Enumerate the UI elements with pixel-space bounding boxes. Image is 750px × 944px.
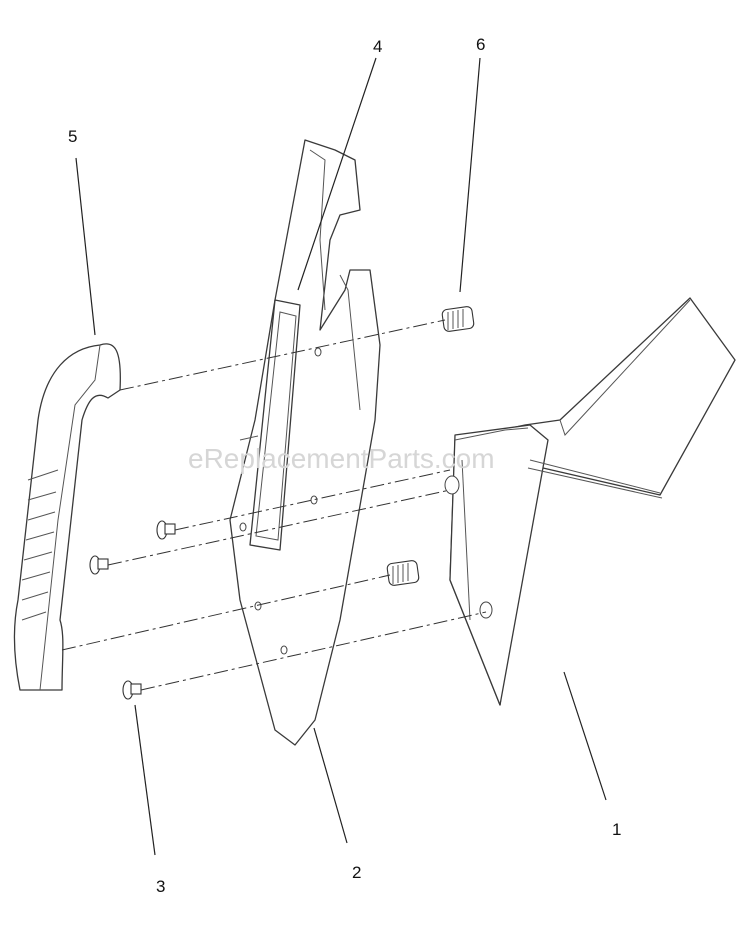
callout-2: 2	[352, 863, 361, 882]
part-6-insert[interactable]	[386, 306, 475, 586]
callout-3: 3	[156, 877, 165, 896]
part-5-handle[interactable]	[13, 343, 121, 691]
part-2-mounting-plate[interactable]	[229, 139, 381, 746]
watermark: eReplacementParts.com	[188, 443, 495, 474]
callout-6: 6	[476, 35, 485, 54]
callout-5: 5	[68, 127, 77, 146]
part-4-label[interactable]	[239, 299, 301, 551]
assembly-axis-lines	[61, 319, 487, 691]
callout-1: 1	[612, 820, 621, 839]
part-1-chute[interactable]	[444, 297, 736, 706]
callout-4: 4	[373, 37, 382, 56]
part-3-screws[interactable]	[89, 520, 176, 700]
leader-lines	[75, 57, 607, 856]
